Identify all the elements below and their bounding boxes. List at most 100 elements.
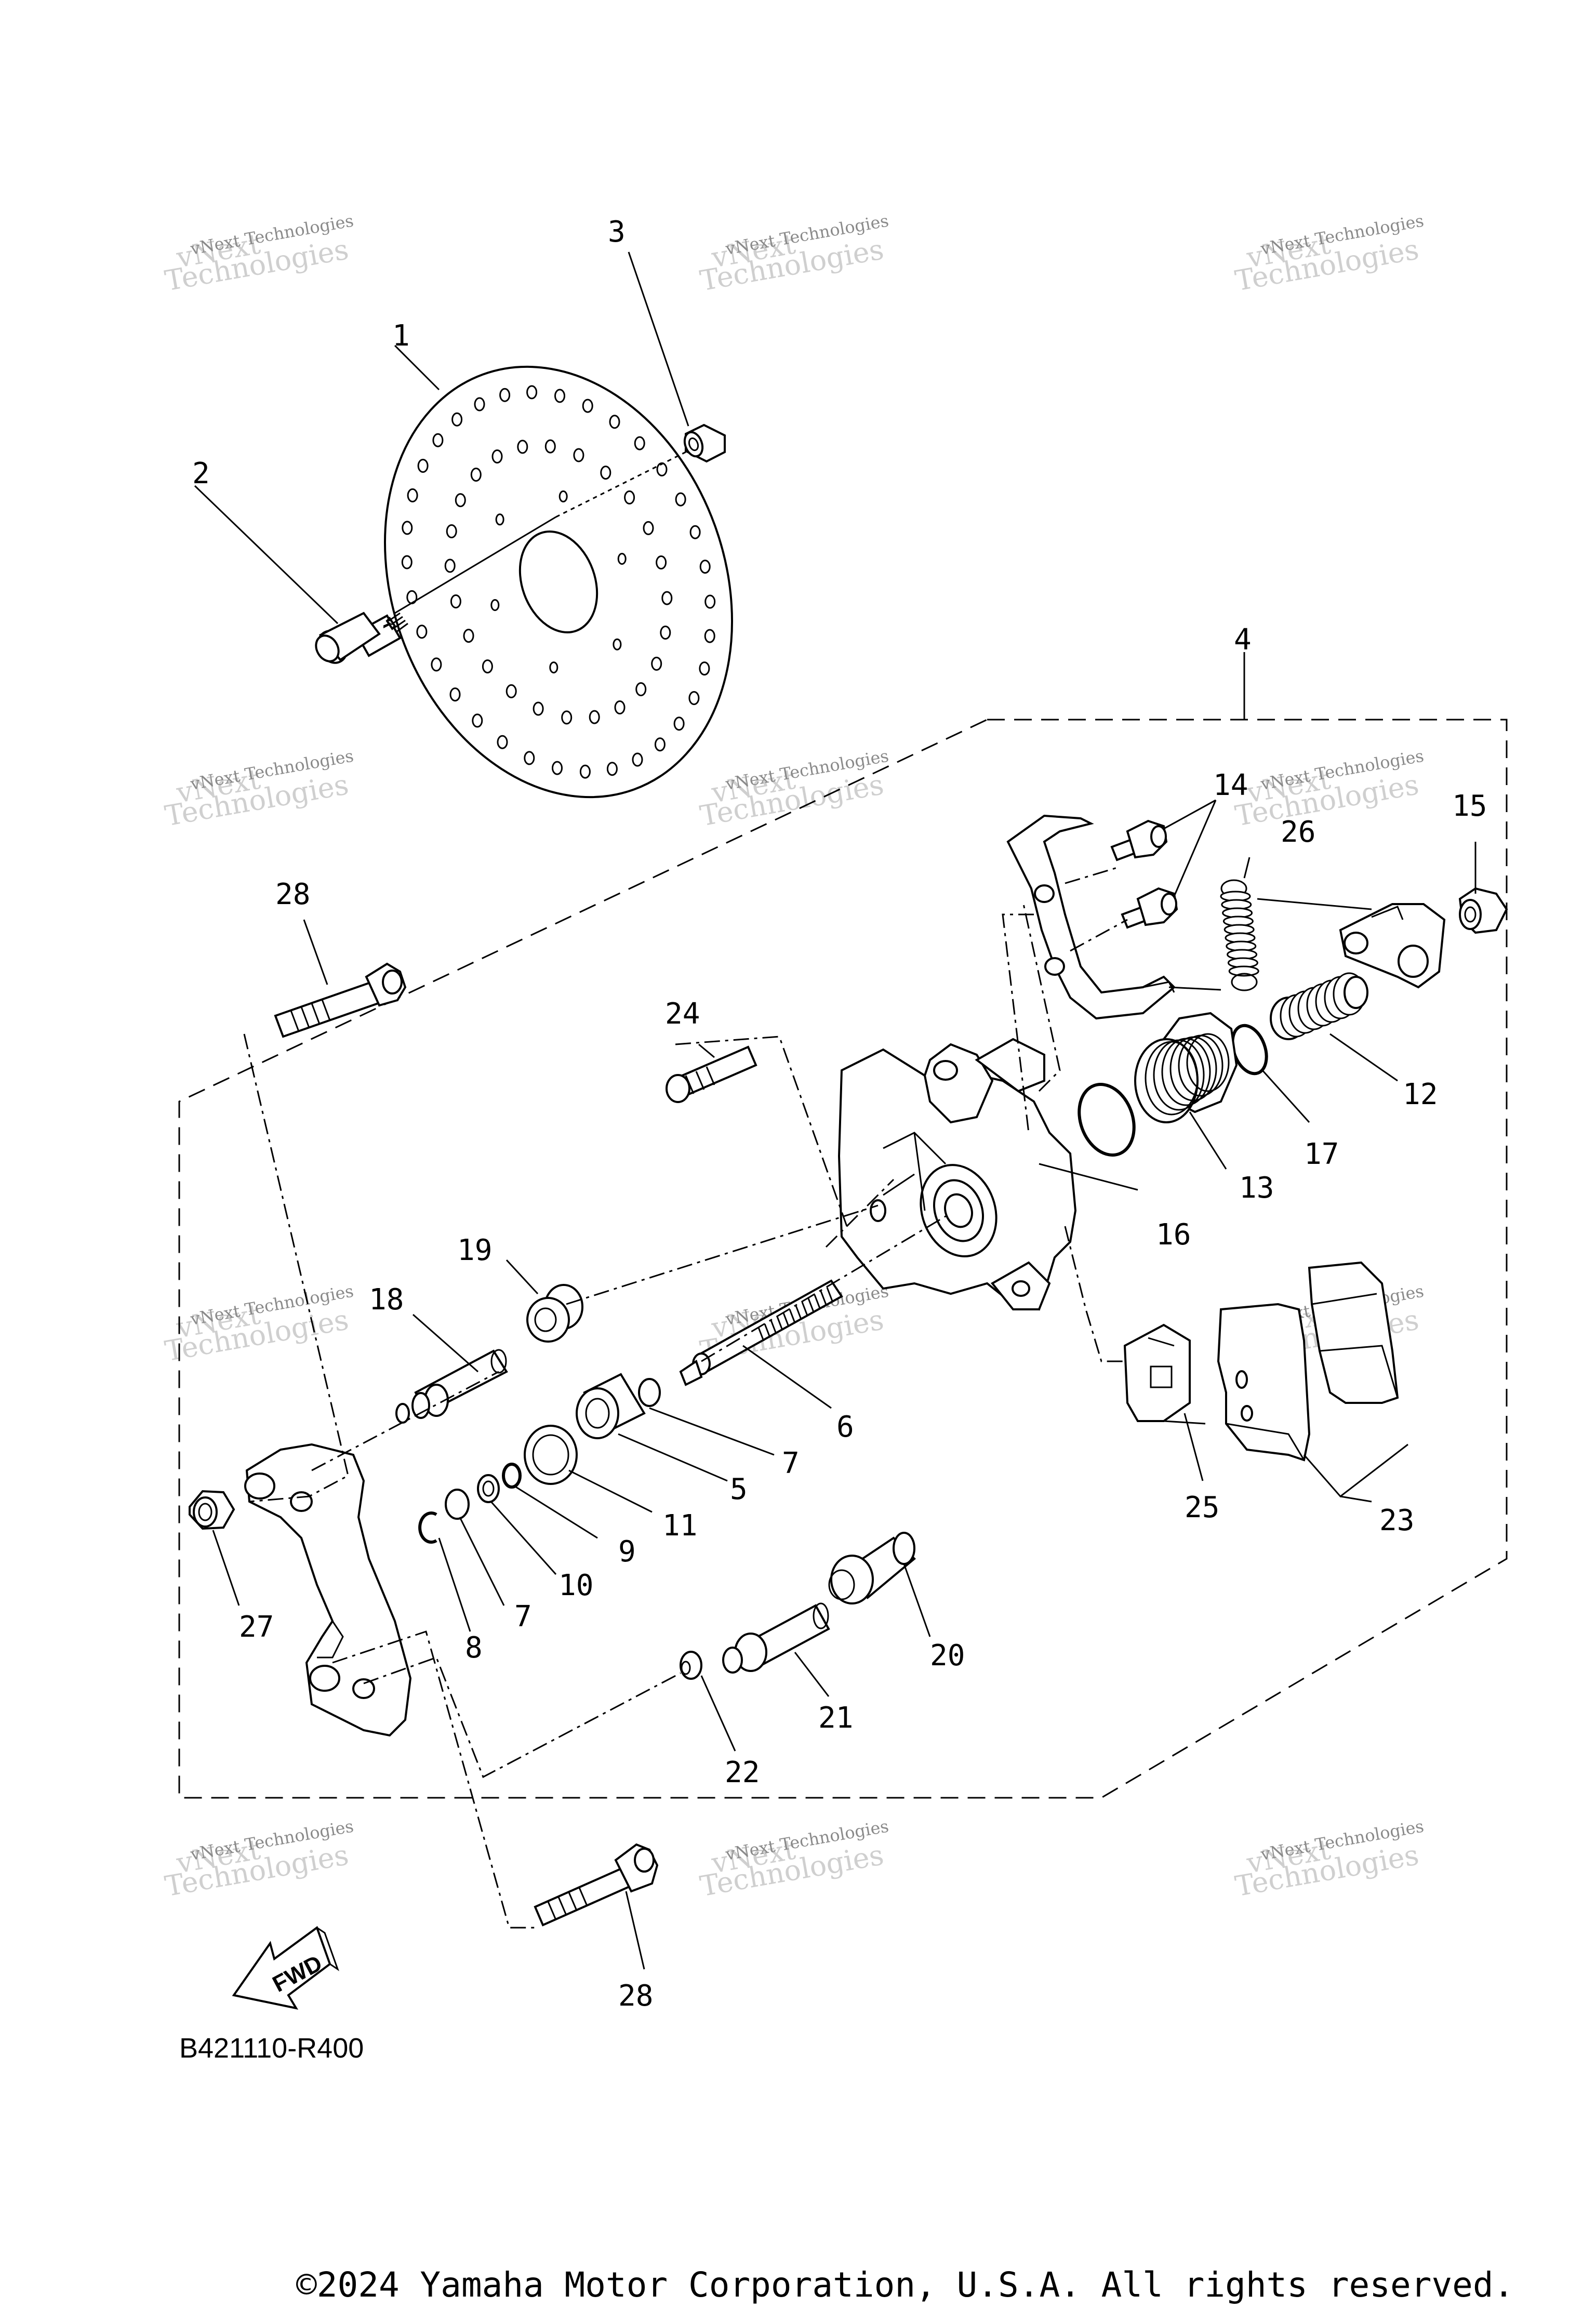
shaft-threads: [757, 1287, 833, 1342]
shaft-thread: [807, 1298, 815, 1312]
watermark: vNext vNext Technologies Technologies: [1233, 210, 1426, 297]
disc-hole: [617, 553, 627, 565]
watermark: vNext vNext Technologies Technologies: [163, 210, 355, 297]
callout-18: 18: [369, 1283, 404, 1317]
disc-hole: [589, 710, 600, 724]
adjuster: [1270, 972, 1368, 1040]
disc-hole: [643, 521, 654, 535]
disc-hole: [689, 525, 701, 539]
callout-28-upper: 28: [275, 878, 310, 911]
callout-19: 19: [457, 1233, 492, 1267]
arm-nut: [1458, 887, 1508, 934]
disc-hole: [582, 399, 593, 413]
disc-hole: [451, 412, 463, 427]
disc-hole: [609, 415, 620, 429]
callout-28-lower: 28: [618, 1979, 653, 2013]
callout-7-lower: 7: [514, 1600, 532, 1634]
diagram-code: B421110-R400: [179, 2033, 364, 2064]
disc-hole: [661, 591, 673, 605]
shaft-thread: [789, 1309, 796, 1323]
disc-hole: [660, 626, 671, 640]
shaft-thread: [826, 1287, 833, 1302]
disc-hole: [600, 466, 611, 480]
disc-hole: [450, 594, 461, 608]
shaft-thread: [757, 1327, 765, 1342]
callout-9: 9: [618, 1535, 636, 1569]
disc-hole: [579, 764, 591, 779]
disc-hole: [606, 762, 618, 776]
disc-hole: [554, 389, 565, 403]
washer-10: [477, 1474, 500, 1503]
disc-hole: [624, 490, 635, 505]
disc-holes: [401, 385, 716, 779]
brake-disc: [384, 365, 733, 799]
callout-25: 25: [1185, 1491, 1219, 1524]
disc-hole: [482, 659, 493, 674]
callout-16: 16: [1156, 1218, 1191, 1252]
disc-hole: [651, 656, 662, 671]
cylinder-5: [576, 1373, 646, 1439]
callout-20: 20: [930, 1639, 965, 1673]
washer-22: [680, 1651, 702, 1680]
shaft-thread: [770, 1320, 777, 1334]
disc-hole: [688, 691, 700, 705]
mounting-bolt-lower: [534, 1843, 659, 1927]
disc-hole: [699, 661, 710, 676]
callout-12: 12: [1403, 1078, 1438, 1111]
disc-hole: [402, 521, 413, 535]
callout-6: 6: [836, 1410, 854, 1444]
disc-hole: [656, 462, 668, 476]
disc-hole: [499, 388, 511, 402]
parking-arm-lever: [1339, 903, 1446, 989]
disc-hole: [472, 713, 483, 728]
watermark: vNext vNext Technologies Technologies: [698, 210, 890, 297]
callout-23: 23: [1379, 1504, 1414, 1537]
disc-hole: [552, 761, 563, 775]
watermark: vNext vNext Technologies Technologies: [1233, 1816, 1426, 1903]
disc-hole: [634, 436, 645, 450]
disc-hole: [704, 629, 715, 643]
ring-9: [502, 1463, 522, 1489]
bracket-bolt: [1110, 819, 1168, 861]
disc-hole: [463, 629, 474, 643]
disc-hole: [417, 459, 429, 473]
forward-arrow: FWD: [232, 1926, 339, 2010]
threaded-plug: [1134, 1012, 1238, 1123]
washer-7-lower: [445, 1489, 470, 1520]
plug-thread: [1186, 1033, 1230, 1092]
guide-pin: [666, 1045, 757, 1103]
callout-2: 2: [192, 457, 210, 490]
disc-hole: [431, 657, 442, 672]
shaft-thread: [764, 1323, 771, 1338]
shaft-thread: [820, 1291, 827, 1305]
callout-8: 8: [465, 1631, 483, 1665]
disc-hole: [573, 448, 584, 462]
disc-hole: [704, 594, 716, 609]
sleeve-21: [722, 1602, 830, 1674]
callout-26: 26: [1281, 815, 1315, 849]
disc-bolt: [315, 612, 408, 664]
callout-24: 24: [665, 997, 700, 1031]
bracket-nut: [189, 1490, 235, 1530]
shaft-thread: [776, 1316, 783, 1331]
disc-hole: [401, 555, 413, 569]
watermark: vNext vNext Technologies Technologies: [163, 746, 355, 832]
watermark: vNext vNext Technologies Technologies: [698, 1816, 890, 1903]
disc-hole: [524, 751, 535, 765]
disc-hole: [632, 752, 643, 767]
disc-hole: [455, 493, 466, 508]
disc-hole: [561, 710, 573, 725]
disc-hole: [474, 397, 485, 412]
watermark: vNext vNext Technologies Technologies: [698, 746, 890, 832]
callout-22: 22: [725, 1756, 760, 1789]
shaft-thread: [801, 1302, 808, 1316]
disc-hole: [444, 559, 456, 573]
disc-hole: [656, 555, 667, 569]
copyright-notice: ©2024 Yamaha Motor Corporation, U.S.A. A…: [296, 2265, 1514, 2305]
disc-hole: [675, 492, 686, 507]
dust-boot-19: [526, 1284, 583, 1343]
disc-hole: [558, 490, 568, 502]
callout-27: 27: [239, 1610, 274, 1644]
disc-hole: [549, 661, 558, 674]
